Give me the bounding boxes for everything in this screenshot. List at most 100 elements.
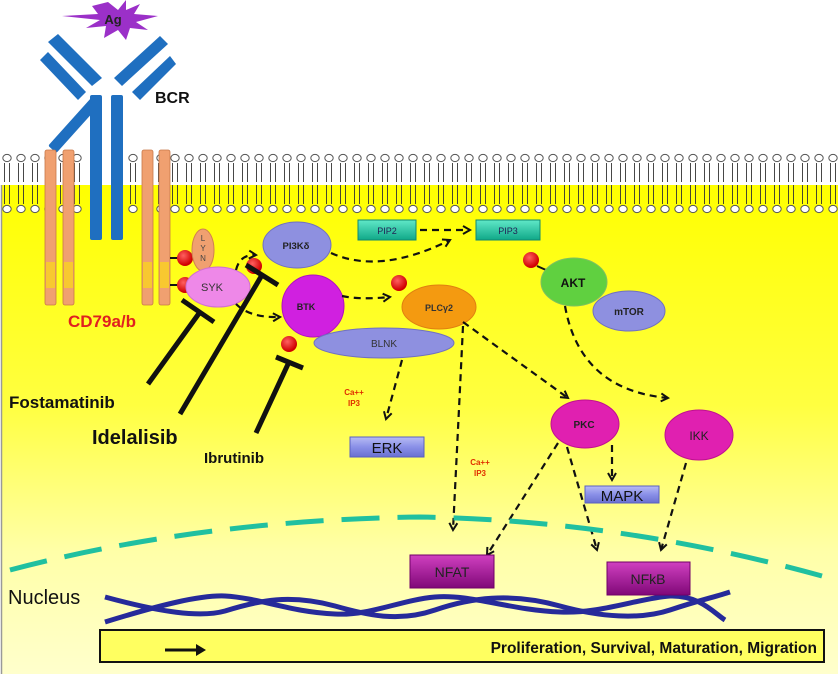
ca-ip3-label-1-ip3: IP3 (348, 399, 361, 408)
lipid-head (688, 204, 698, 214)
inhibitor-ibrutinib-bar (275, 354, 304, 371)
arrow-btk-plcg2 (341, 296, 390, 298)
lipid-head (814, 204, 824, 214)
pi3k-label: PI3Kδ (283, 241, 310, 252)
nfat-label: NFAT (435, 564, 470, 580)
lipid-head (352, 204, 362, 214)
lipid-head (506, 204, 516, 214)
arrow-ikk-nfkb (661, 462, 688, 550)
ca-ip3-label-1-ca: Ca++ (344, 388, 364, 397)
lipid-head (660, 204, 670, 214)
lipid-head (478, 204, 488, 214)
akt-link (536, 265, 547, 271)
lipid-head (338, 204, 348, 214)
lipid-head (408, 153, 418, 163)
lipid-head (562, 153, 572, 163)
inhibitor-ibrutinib-line (253, 360, 292, 435)
lipid-head (828, 204, 838, 214)
lipid-head (380, 204, 390, 214)
phospho-cd79-upper (177, 250, 193, 266)
lipid-head (492, 204, 502, 214)
inhibitor-lines (145, 262, 304, 435)
lipid-head (730, 204, 740, 214)
lipid-head (198, 204, 208, 214)
pi3k-node (262, 221, 332, 269)
btk-node (281, 274, 345, 338)
antigen: Ag (62, 0, 158, 40)
lipid-head (604, 204, 614, 214)
ca-ip3-label-2-ip3: IP3 (474, 469, 487, 478)
lipid-head (576, 204, 586, 214)
blnk-node (313, 327, 455, 359)
lipid-head (520, 204, 530, 214)
lipid-head (30, 204, 40, 214)
lipid-head (352, 153, 362, 163)
lipid-head (240, 153, 250, 163)
lipid-head (632, 204, 642, 214)
nfat-box (409, 554, 495, 589)
pkc-node (550, 399, 620, 449)
pip3-label: PIP3 (498, 226, 518, 236)
ca-ip3-label-2-ca: Ca++ (470, 458, 490, 467)
lipid-head (632, 153, 642, 163)
erk-label: ERK (372, 440, 403, 457)
antigen-star (62, 0, 158, 40)
lipid-head (702, 204, 712, 214)
arrow-plcg2-nfat (453, 325, 465, 530)
lipid-head (548, 153, 558, 163)
outcome-box (99, 629, 825, 663)
lipid-head (590, 204, 600, 214)
lipid-head (254, 204, 264, 214)
blnk-label: BLNK (371, 339, 397, 350)
arrow-blnk-erk (386, 359, 404, 419)
lipid-head (2, 153, 12, 163)
lipid-head (324, 204, 334, 214)
lipid-head (296, 153, 306, 163)
lipid-head (702, 153, 712, 163)
lipid-head (772, 153, 782, 163)
lipid-head (674, 204, 684, 214)
nucleus-label: Nucleus (8, 587, 80, 609)
lipid-head (646, 153, 656, 163)
nfkb-label: NFkB (631, 571, 666, 587)
lipid-head (226, 204, 236, 214)
signal-arrows (234, 230, 688, 555)
lipid-head (296, 204, 306, 214)
lipid-head (800, 204, 810, 214)
pip2-label: PIP2 (377, 226, 397, 236)
plcg2-label: PLCγ2 (425, 303, 453, 313)
nuclear-membrane (9, 514, 823, 579)
lipid-head (492, 153, 502, 163)
lipid-head (2, 204, 12, 214)
ikk-label: IKK (689, 429, 708, 443)
pip3-box (475, 219, 541, 241)
lipid-head (828, 153, 838, 163)
lipid-head (170, 204, 180, 214)
syk-node (185, 266, 251, 308)
inhibitor-idelalisib-line (177, 273, 265, 416)
lipid-head (212, 153, 222, 163)
lipid-head (422, 204, 432, 214)
lipid-head (184, 204, 194, 214)
lipid-head (128, 204, 138, 214)
lyn-label-l: L (201, 234, 206, 243)
antigen-label: Ag (104, 12, 121, 27)
btk-label: BTK (297, 302, 316, 312)
lipid-head (366, 153, 376, 163)
lipid-head (394, 153, 404, 163)
bcr-receptor (40, 34, 176, 240)
arrow-pkc-nfat (487, 442, 559, 555)
lipid-head (212, 204, 222, 214)
lipid-head (16, 204, 26, 214)
lipid-head (30, 153, 40, 163)
lipid-head (324, 153, 334, 163)
lipid-head (716, 204, 726, 214)
lipid-head (16, 153, 26, 163)
lipid-head (604, 153, 614, 163)
lipid-head (674, 153, 684, 163)
erk-box (349, 436, 425, 458)
syk-label: SYK (201, 282, 224, 294)
lipid-head (618, 204, 628, 214)
lipid-head (198, 153, 208, 163)
lipid-head (282, 153, 292, 163)
